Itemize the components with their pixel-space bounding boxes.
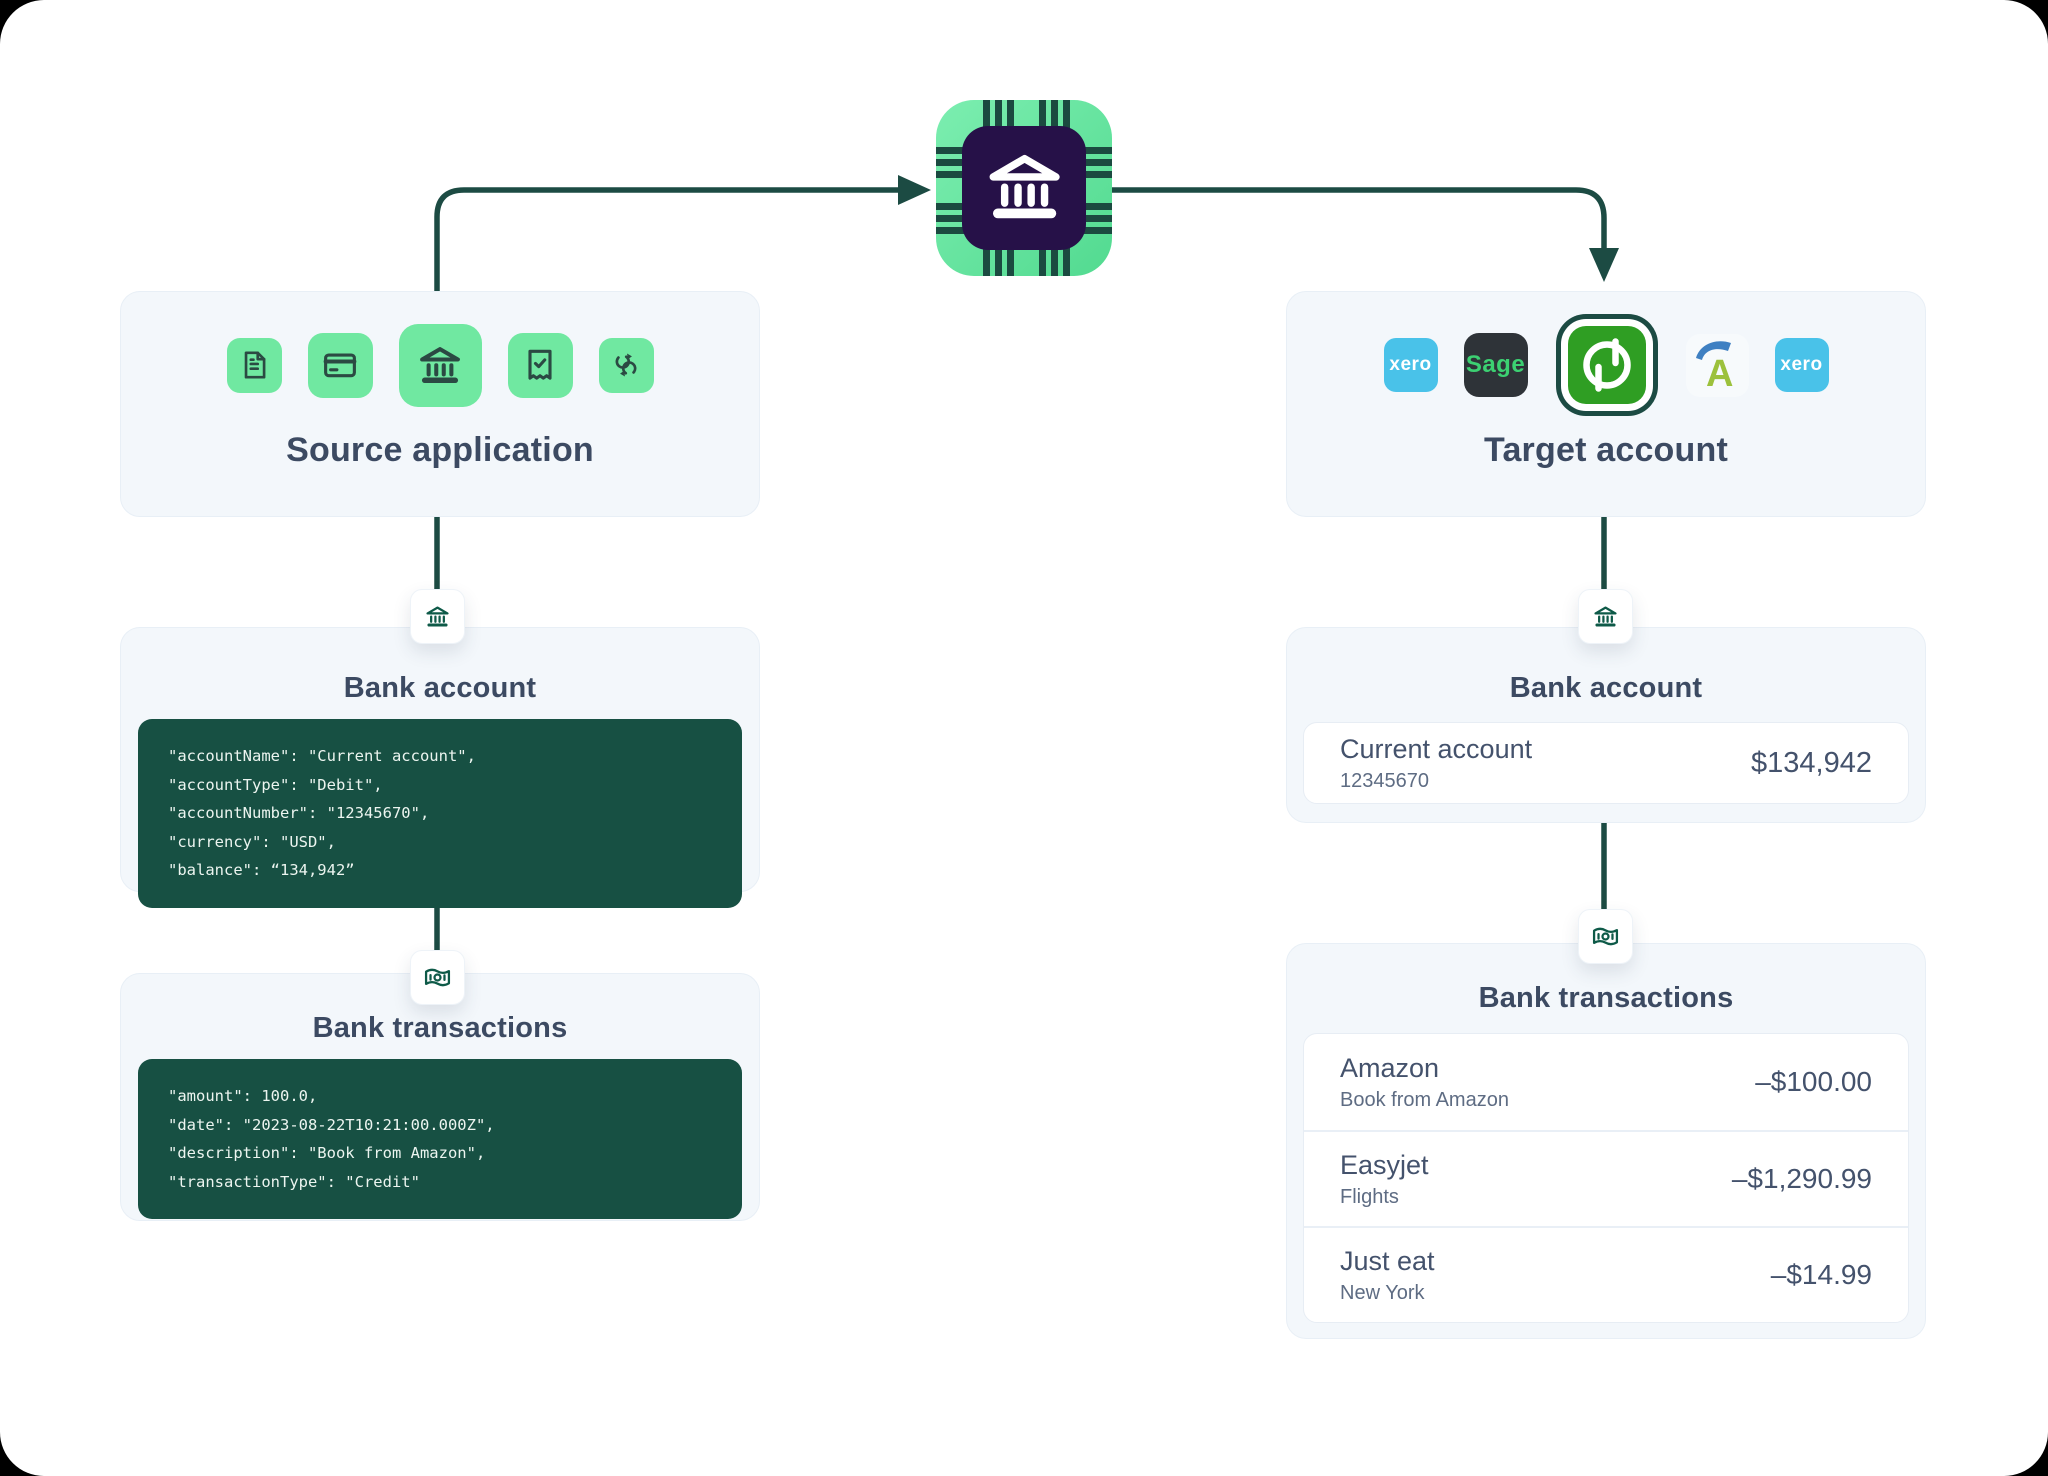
transaction-name: Amazon bbox=[1340, 1052, 1440, 1083]
bank-account-title: Bank account bbox=[343, 672, 537, 704]
arrow-hub-to-target bbox=[1112, 187, 1607, 248]
account-number: 12345670 bbox=[1340, 769, 1429, 792]
source-bank-account-panel: Bank account "accountName": "Current acc… bbox=[120, 627, 760, 908]
target-bank-account-panel: Bank account Current account 12345670 $1… bbox=[1286, 627, 1926, 823]
arrow-source-to-hub bbox=[434, 187, 898, 293]
credit-card-icon[interactable] bbox=[307, 332, 373, 398]
source-application-panel: Source application bbox=[120, 291, 760, 517]
bank-icon bbox=[410, 589, 465, 644]
bank-icon bbox=[1578, 589, 1633, 644]
transaction-name: Easyjet bbox=[1340, 1149, 1429, 1180]
code-line: "transactionType": "Credit" bbox=[168, 1172, 420, 1191]
xero-app-icon[interactable]: xero bbox=[1774, 338, 1829, 392]
xero-app-icon[interactable]: xero bbox=[1383, 338, 1438, 392]
code-line: "currency": "USD", bbox=[168, 832, 336, 851]
code-line: "balance": “134,942” bbox=[168, 861, 355, 879]
transaction-amount: –$100.00 bbox=[1755, 1066, 1872, 1097]
source-bank-transactions-panel: Bank transactions "amount": 100.0, "date"… bbox=[120, 973, 760, 1221]
sync-icon[interactable] bbox=[598, 337, 654, 393]
transaction-name: Just eat bbox=[1340, 1245, 1435, 1276]
source-icon-row bbox=[121, 323, 759, 407]
table-row: Easyjet Flights –$1,290.99 bbox=[1304, 1130, 1908, 1226]
freeagent-logo: A bbox=[1695, 340, 1733, 395]
code-line: "date": "2023-08-22T10:21:00.000Z", bbox=[168, 1115, 495, 1134]
sage-app-icon[interactable]: Sage bbox=[1463, 333, 1528, 397]
bank-account-title: Bank account bbox=[1509, 672, 1703, 704]
transaction-description: Book from Amazon bbox=[1340, 1088, 1509, 1111]
bank-transactions-title: Bank transactions bbox=[1478, 982, 1734, 1014]
bank-transactions-code: "amount": 100.0, "date": "2023-08-22T10:2… bbox=[138, 1059, 742, 1219]
account-name: Current account bbox=[1340, 733, 1533, 764]
bank-account-code: "accountName": "Current account", "accoun… bbox=[138, 719, 742, 908]
bank-icon[interactable] bbox=[398, 323, 482, 407]
quickbooks-logo bbox=[1582, 338, 1631, 392]
code-line: "accountName": "Current account", bbox=[168, 747, 476, 765]
transactions-card: Amazon Book from Amazon –$100.00 Easyjet… bbox=[1303, 1033, 1909, 1323]
transaction-amount: –$14.99 bbox=[1770, 1259, 1872, 1290]
code-line: "accountType": "Debit", bbox=[168, 775, 383, 794]
transaction-description: Flights bbox=[1340, 1185, 1399, 1208]
code-line: "amount": 100.0, bbox=[168, 1087, 318, 1105]
transaction-description: New York bbox=[1340, 1281, 1425, 1304]
target-app-row: xero Sage A xero bbox=[1287, 323, 1925, 407]
svg-text:A: A bbox=[1706, 353, 1733, 395]
table-row: Amazon Book from Amazon –$100.00 bbox=[1304, 1034, 1908, 1130]
target-account-panel: xero Sage A xero Target account bbox=[1286, 291, 1926, 517]
bank-transactions-title: Bank transactions bbox=[312, 1012, 568, 1044]
target-panel-title: Target account bbox=[1484, 431, 1728, 469]
receipt-check-icon[interactable] bbox=[507, 332, 573, 398]
arrowhead-down bbox=[1589, 248, 1619, 282]
code-line: "description": "Book from Amazon", bbox=[168, 1144, 486, 1162]
account-card: Current account 12345670 $134,942 bbox=[1303, 722, 1909, 804]
account-balance: $134,942 bbox=[1751, 746, 1872, 779]
money-icon bbox=[1578, 909, 1633, 964]
bank-chip-icon bbox=[936, 100, 1112, 276]
money-icon bbox=[410, 950, 465, 1005]
table-row: Just eat New York –$14.99 bbox=[1304, 1226, 1908, 1322]
transaction-amount: –$1,290.99 bbox=[1731, 1163, 1872, 1194]
target-bank-transactions-panel: Bank transactions Amazon Book from Amazo… bbox=[1286, 943, 1926, 1339]
quickbooks-app-icon-selected[interactable] bbox=[1567, 326, 1646, 404]
freeagent-app-icon[interactable]: A bbox=[1685, 333, 1749, 397]
source-panel-title: Source application bbox=[286, 431, 594, 469]
code-line: "accountNumber": "12345670", bbox=[168, 804, 430, 822]
file-icon[interactable] bbox=[226, 337, 282, 393]
arrowhead-right bbox=[898, 175, 931, 205]
